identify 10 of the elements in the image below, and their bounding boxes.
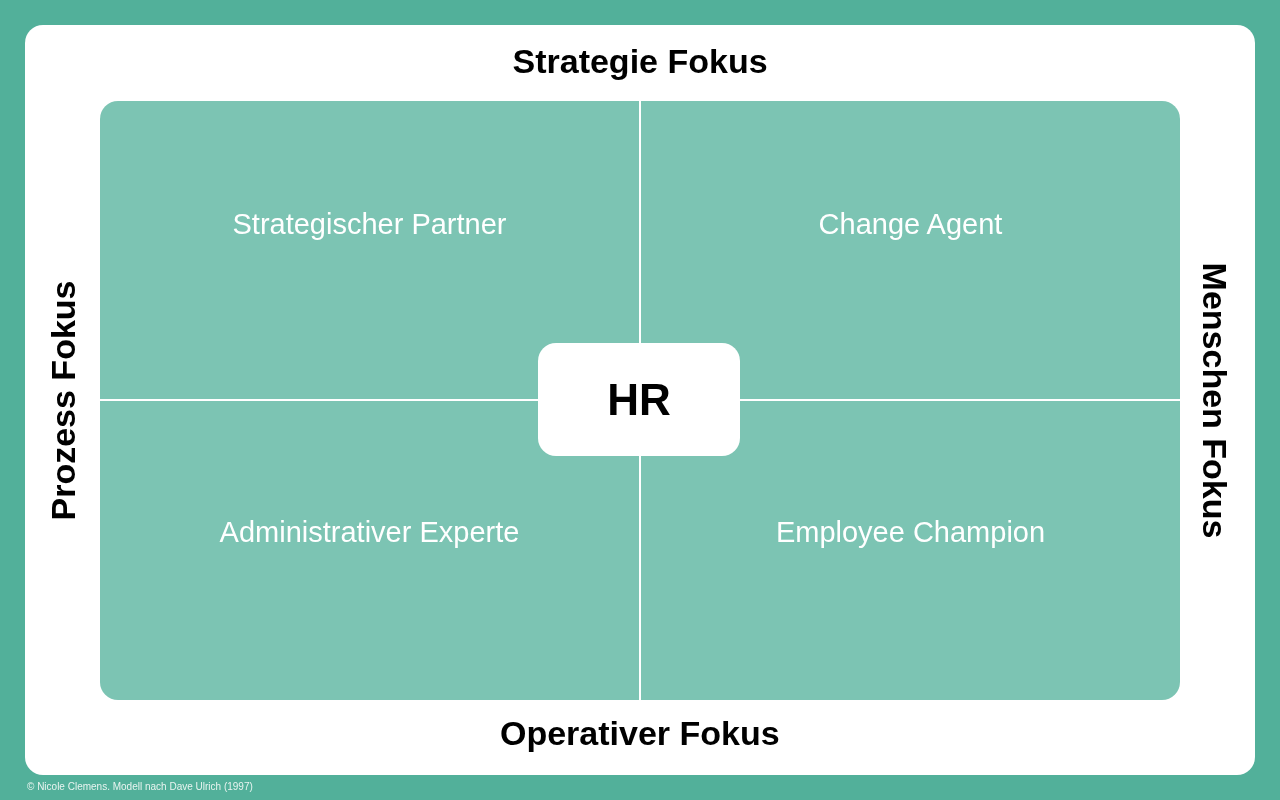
center-box: HR — [538, 343, 740, 456]
axis-label: Menschen Fokus — [1195, 262, 1235, 538]
quadrant-label: Strategischer Partner — [232, 208, 507, 241]
quadrant-label: Administrativer Experte — [219, 516, 520, 549]
quadrant-label: Employee Champion — [775, 516, 1046, 549]
axis-label: Strategie Fokus — [512, 41, 768, 81]
caption: © Nicole Clemens. Modell nach Dave Ulrich (1997) — [27, 781, 253, 792]
axis-label: Operativer Fokus — [500, 713, 780, 753]
axis-label: Prozess Fokus — [44, 280, 84, 520]
quadrant-label: Change Agent — [818, 208, 1003, 241]
